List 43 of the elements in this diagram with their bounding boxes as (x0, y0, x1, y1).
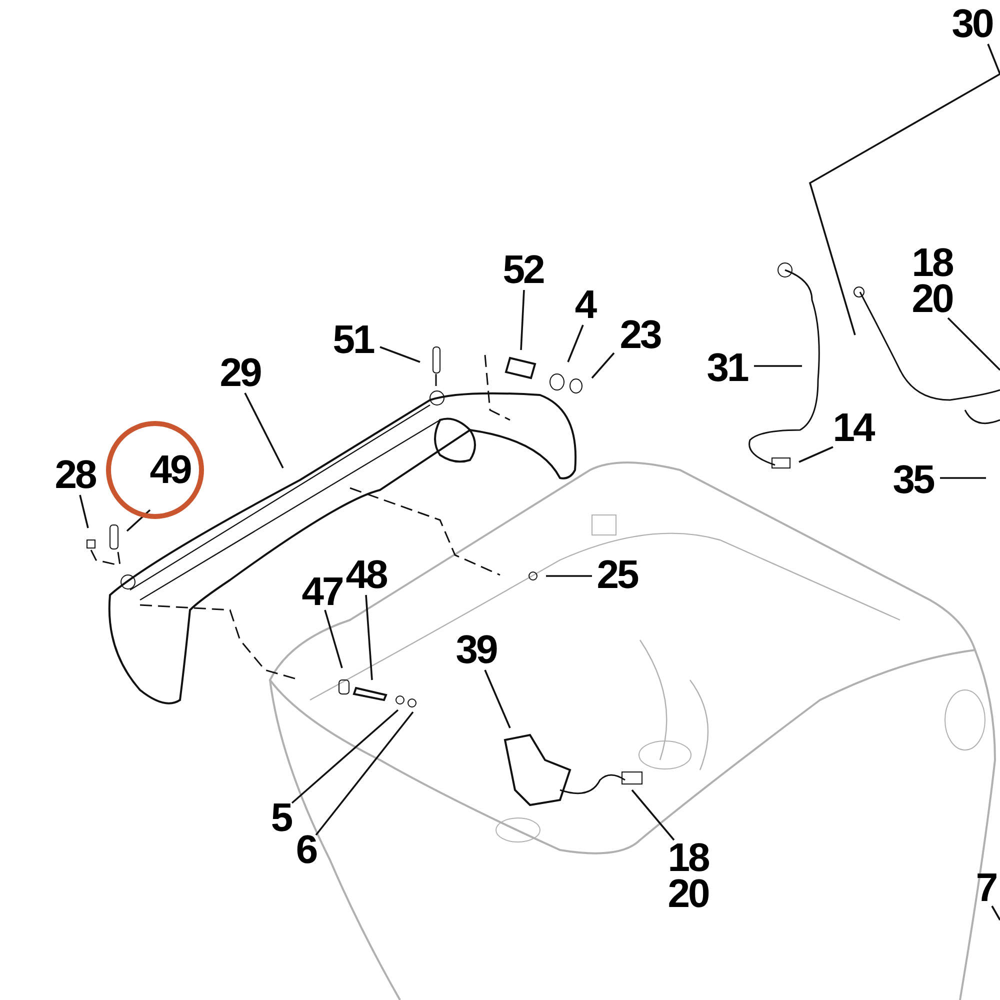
callout-number: 39 (456, 632, 496, 668)
callout-number: 18 (668, 840, 708, 876)
callout-number: 6 (296, 832, 316, 868)
callout-number: 31 (706, 350, 748, 386)
callout-number: 20 (912, 281, 952, 317)
callout-number: 18 (912, 245, 952, 281)
highlight-ring (106, 421, 204, 519)
leader-line (126, 509, 151, 532)
leader-line (991, 906, 1000, 920)
leader-line (244, 392, 284, 468)
leader-line (324, 610, 343, 668)
leader-line (484, 670, 511, 728)
leader-line (591, 352, 615, 379)
leader-line (79, 494, 89, 528)
leader-line (947, 317, 1000, 371)
callout-number: 4 (574, 287, 596, 323)
leader-line (315, 711, 414, 836)
leader-line (520, 290, 525, 350)
leader-line (291, 709, 399, 804)
leader-line (798, 446, 834, 463)
callout-number: 35 (892, 462, 934, 498)
callout-number: 48 (346, 557, 386, 593)
callout-number: 28 (54, 457, 96, 493)
callout-number: 20 (668, 876, 708, 912)
callout-number: 25 (596, 557, 638, 593)
callout-number: 14 (832, 410, 874, 446)
callout-number: 52 (502, 252, 544, 288)
callout-number: 5 (270, 800, 292, 836)
callout-number: 51 (332, 322, 374, 358)
leader-line (365, 594, 373, 680)
callout-number: 49 (150, 452, 190, 488)
callout-number: 29 (220, 355, 260, 391)
leader-line (631, 789, 675, 841)
leader-line (940, 477, 986, 479)
leader-line (546, 575, 592, 577)
callout-number: 7 (976, 870, 996, 906)
leader-line (808, 44, 1000, 336)
leader-line (754, 365, 802, 367)
leader-line (380, 346, 420, 363)
callout-number: 23 (620, 317, 660, 353)
callout-number: 47 (302, 574, 342, 610)
callout-number: 30 (952, 6, 992, 42)
leader-line (567, 324, 584, 362)
